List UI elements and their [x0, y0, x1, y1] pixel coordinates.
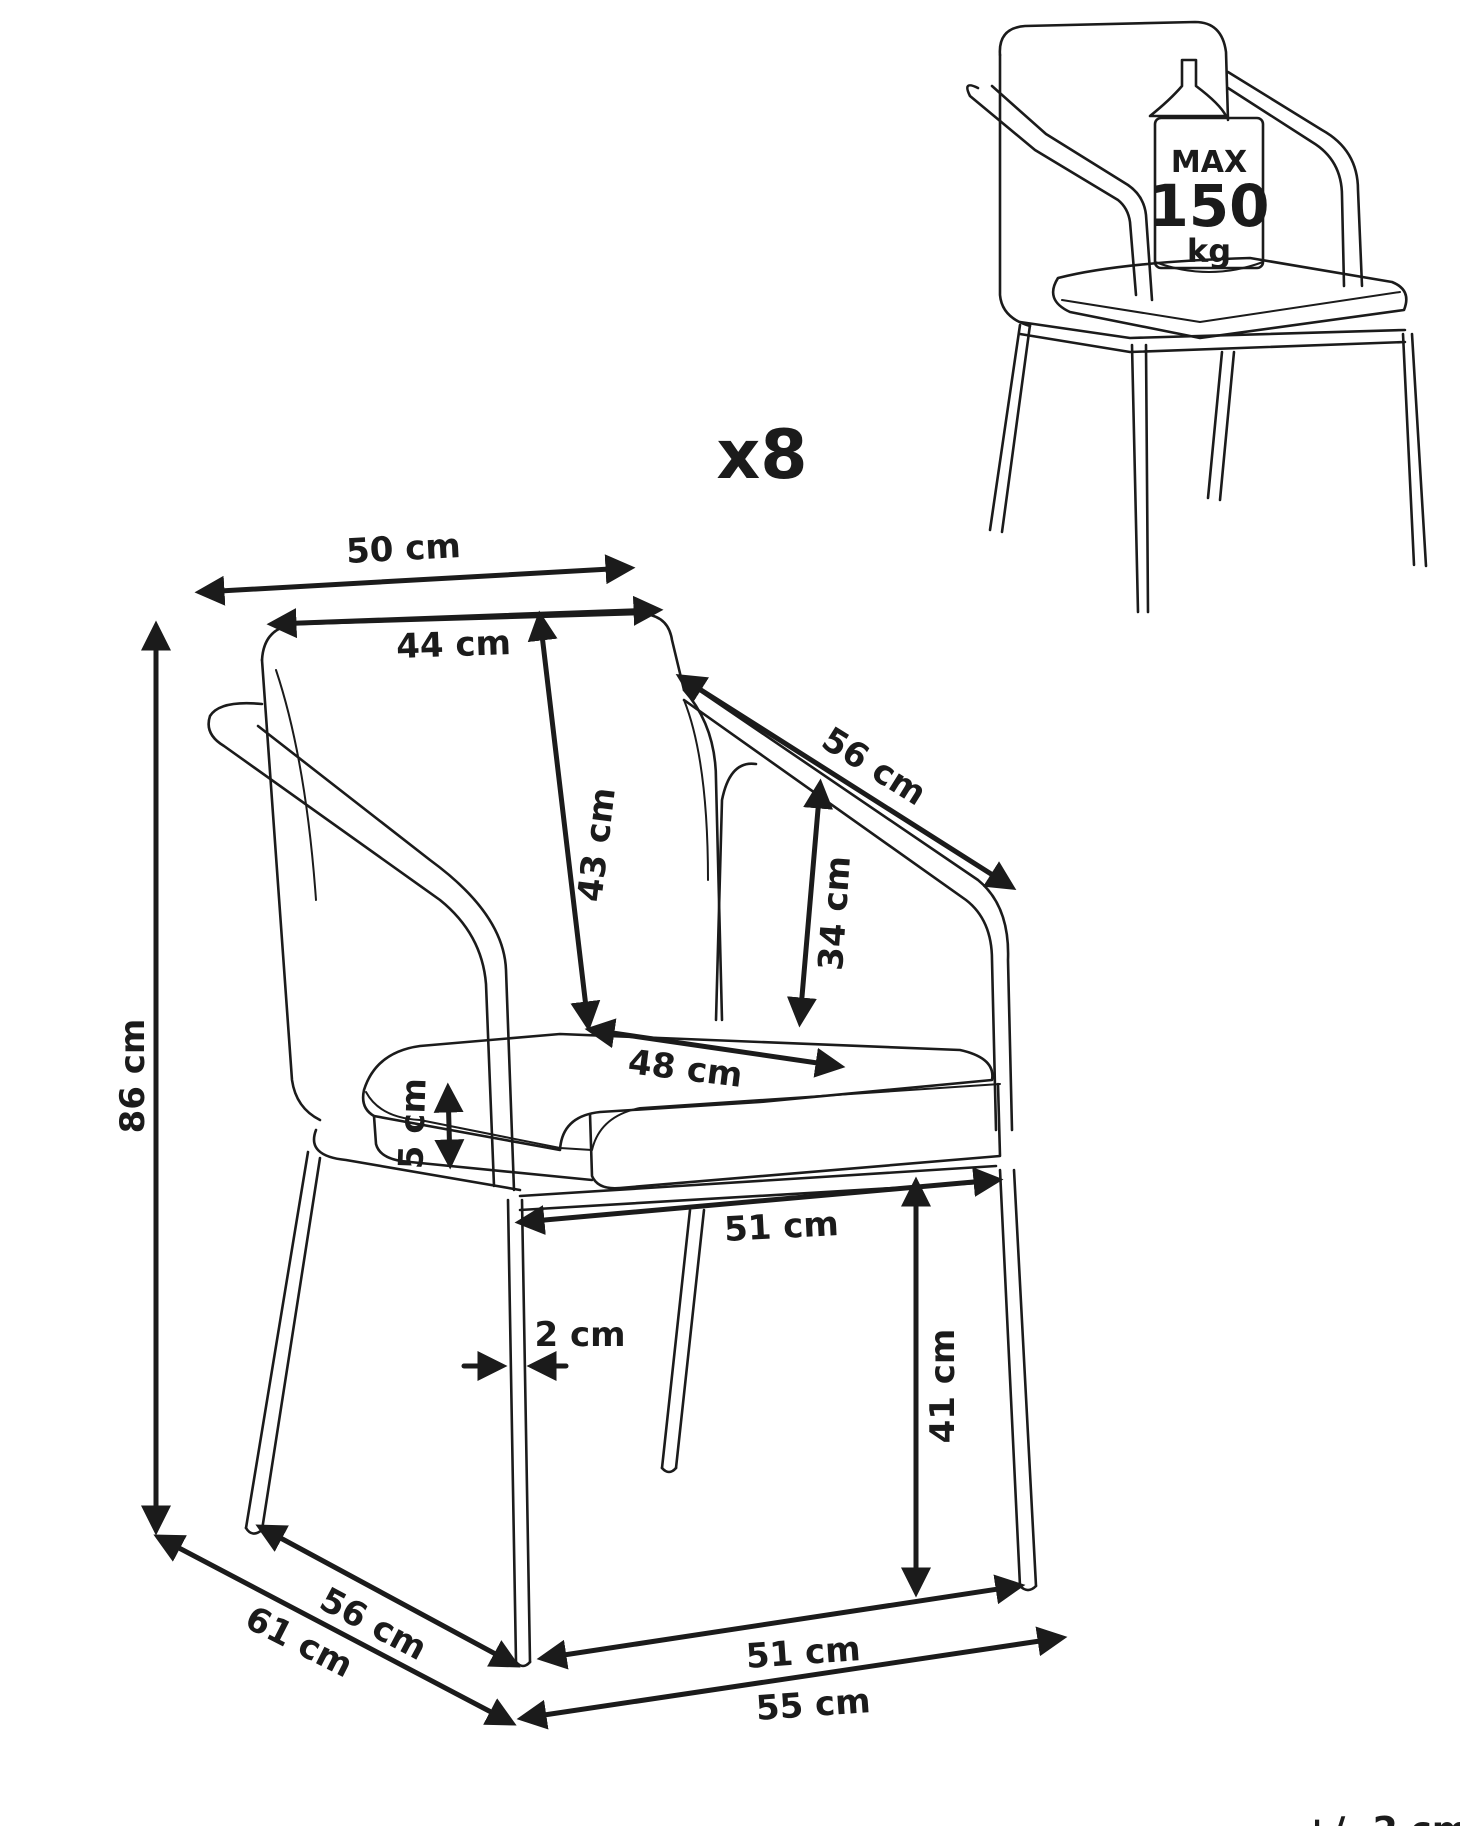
dimension-lines — [141, 554, 1068, 1730]
label-44cm: 44 cm — [396, 623, 512, 667]
label-2cm: 2 cm — [534, 1315, 625, 1355]
dimension-labels: 50 cm 44 cm 43 cm 56 cm 34 cm 48 cm 5 cm… — [113, 526, 963, 1729]
dim-line-61 — [153, 1534, 517, 1726]
dim-line-50 — [194, 554, 636, 606]
weight-badge-max: MAX — [1171, 145, 1247, 180]
tolerance-note: +/- 2 cm — [1302, 1810, 1460, 1826]
weight-badge-value: 150 — [1148, 172, 1269, 240]
dim-line-48 — [584, 1018, 846, 1078]
dim-line-44 — [266, 595, 664, 639]
label-55cm: 55 cm — [755, 1681, 872, 1729]
label-34cm: 34 cm — [811, 855, 859, 972]
quantity-label: x8 — [716, 416, 807, 495]
dim-line-34 — [786, 778, 834, 1028]
dim-line-5 — [433, 1082, 465, 1170]
label-43cm: 43 cm — [570, 785, 624, 904]
weight-badge-unit: kg — [1187, 232, 1231, 270]
small-chair-illustration: MAX 150 kg — [966, 20, 1428, 614]
dim-line-55 — [516, 1626, 1068, 1730]
label-86cm: 86 cm — [113, 1019, 153, 1134]
dim-line-56-arm — [675, 673, 1017, 891]
label-51cm-base: 51 cm — [745, 1629, 862, 1677]
label-5cm: 5 cm — [391, 1077, 434, 1169]
dim-line-43 — [527, 610, 601, 1032]
label-50cm: 50 cm — [345, 526, 462, 572]
label-51cm-seat: 51 cm — [723, 1204, 840, 1250]
label-41cm: 41 cm — [923, 1329, 963, 1444]
